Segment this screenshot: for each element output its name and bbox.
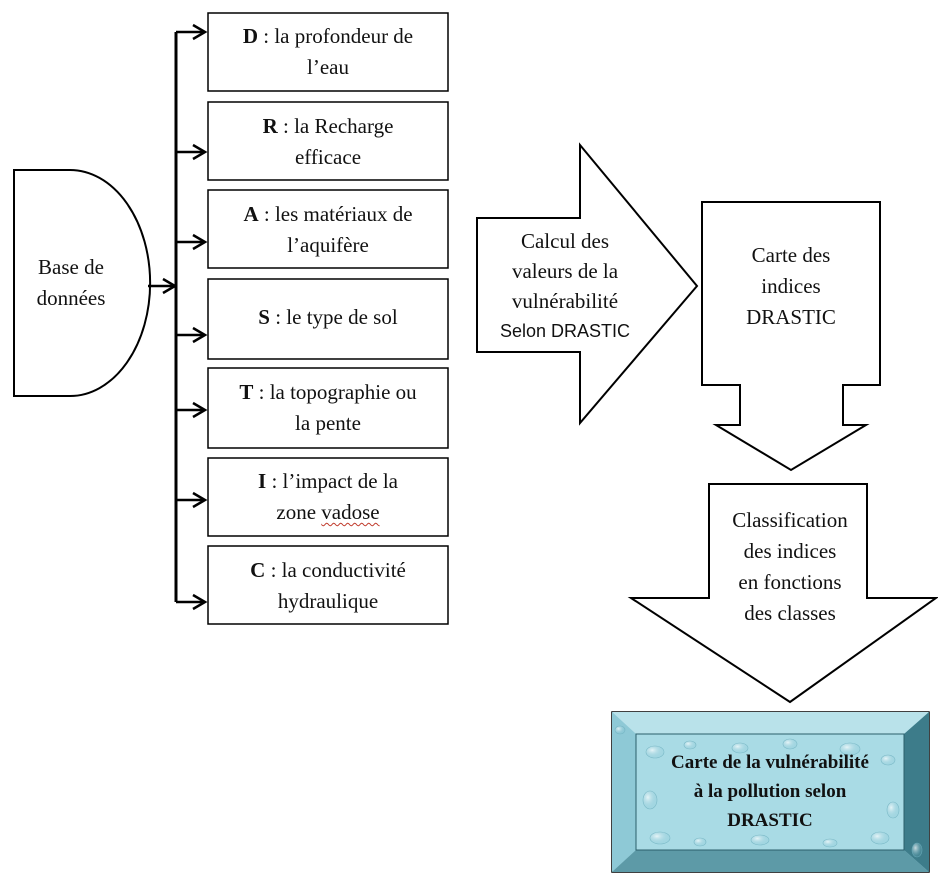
result-line2: à la pollution selon	[693, 781, 847, 802]
factor-box-c	[207, 545, 449, 625]
database-label-line2: données	[36, 286, 106, 310]
factor-letter: T	[239, 380, 254, 404]
factor-text: la pente	[295, 411, 361, 435]
result-line3: DRASTIC	[727, 810, 813, 831]
classification-line4: des classes	[744, 601, 836, 625]
index-map-label: Carte des indices DRASTIC	[702, 240, 880, 333]
factor-text: : le type de sol	[269, 305, 398, 329]
factor-letter: I	[258, 469, 267, 493]
factor-box-r	[207, 101, 449, 181]
factor-label-s: S : le type de sol	[208, 302, 448, 333]
branch-arrows	[176, 23, 208, 611]
factor-text: l’eau	[307, 55, 349, 79]
classification-line3: en fonctions	[738, 570, 842, 594]
factor-text: : la conductivité	[265, 558, 406, 582]
result-line1: Carte de la vulnérabilité	[671, 752, 869, 773]
factor-text: : la topographie ou	[253, 380, 417, 404]
factor-label-a: A : les matériaux de l’aquifère	[208, 199, 448, 261]
classification-line2: des indices	[743, 539, 837, 563]
factor-text: zone	[276, 500, 322, 524]
result-label: Carte de la vulnérabilité à la pollution…	[636, 748, 904, 835]
database-label: Base de données	[16, 252, 126, 314]
factor-label-d: D : la profondeur de l’eau	[208, 21, 448, 83]
factor-text-underlined: vadose	[321, 500, 380, 524]
factor-letter: D	[242, 24, 259, 48]
calc-line3: vulnérabilité	[511, 289, 619, 313]
factor-box-t	[207, 367, 449, 449]
factor-text: : les matériaux de	[258, 202, 413, 226]
factor-box-s	[207, 278, 449, 360]
calc-line4: Selon DRASTIC	[499, 321, 631, 341]
factor-letter: S	[258, 305, 270, 329]
factor-box-d	[207, 12, 449, 92]
factor-text: : la profondeur de	[258, 24, 414, 48]
factor-label-c: C : la conductivité hydraulique	[208, 555, 448, 617]
factor-text: l’aquifère	[287, 233, 369, 257]
database-label-line1: Base de	[38, 255, 104, 279]
factor-letter: C	[250, 558, 266, 582]
factor-label-i: I : l’impact de la zone vadose	[208, 466, 448, 528]
classification-shape	[627, 483, 938, 704]
factor-text: : l’impact de la	[266, 469, 398, 493]
index-map-line3: DRASTIC	[746, 305, 836, 329]
calc-arrow-label: Calcul des valeurs de la vulnérabilité S…	[470, 226, 660, 346]
factor-box-a	[207, 189, 449, 269]
factor-text: : la Recharge	[277, 114, 394, 138]
factor-label-t: T : la topographie ou la pente	[208, 377, 448, 439]
factor-letter: A	[243, 202, 259, 226]
database-shape	[13, 169, 152, 397]
factor-text: hydraulique	[277, 589, 379, 613]
factor-letter: R	[262, 114, 278, 138]
factor-text: efficace	[294, 145, 362, 169]
index-map-shape	[701, 201, 881, 472]
classification-label: Classification des indices en fonctions …	[705, 505, 875, 629]
factor-box-i	[207, 457, 449, 537]
calc-line1: Calcul des	[520, 229, 610, 253]
calc-arrow-shape	[476, 142, 699, 426]
calc-line2: valeurs de la	[511, 259, 619, 283]
factor-label-r: R : la Recharge efficace	[208, 111, 448, 173]
index-map-line1: Carte des	[751, 243, 831, 267]
index-map-line2: indices	[761, 274, 821, 298]
classification-line1: Classification	[732, 508, 848, 532]
result-box	[611, 711, 930, 873]
